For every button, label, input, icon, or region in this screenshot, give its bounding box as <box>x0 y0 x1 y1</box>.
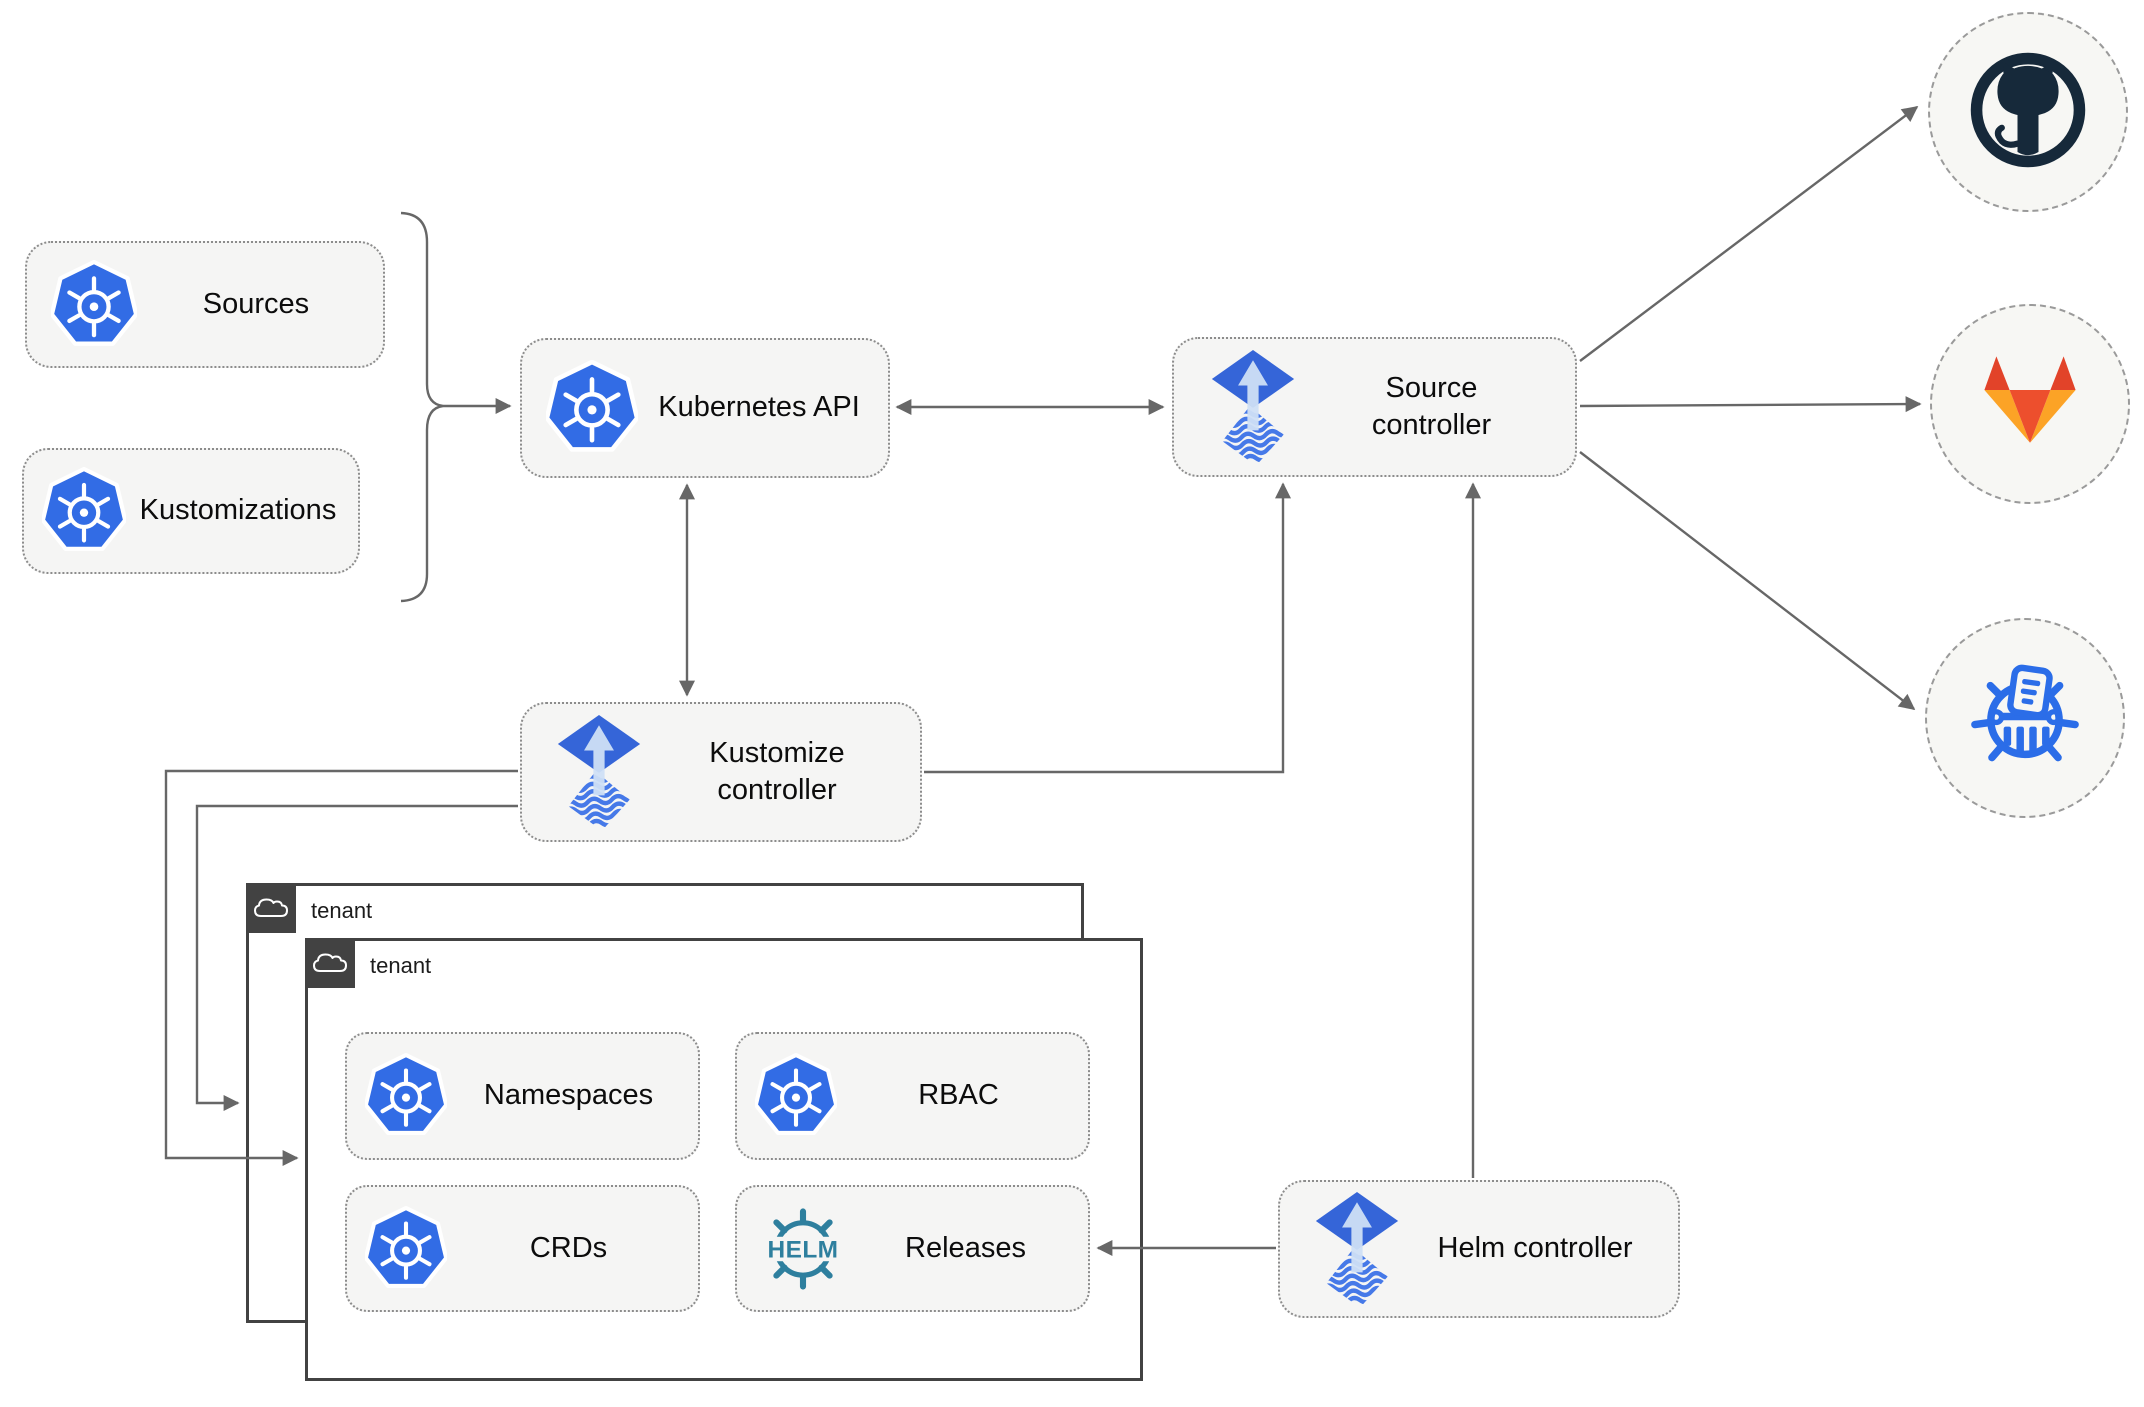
node-helm-controller: Helm controller <box>1278 1180 1680 1318</box>
flux-icon <box>556 713 642 831</box>
harbor-registry-icon <box>1961 652 2089 785</box>
node-releases: HELM Releases <box>735 1185 1090 1312</box>
brace-sources-kustomizations <box>400 211 444 603</box>
node-kustomizations: Kustomizations <box>22 448 360 574</box>
node-label: Releases <box>905 1231 1026 1264</box>
kubernetes-icon <box>51 260 137 350</box>
node-source-controller: Source controller <box>1172 337 1577 477</box>
tenant-label: tenant <box>311 898 373 923</box>
endpoint-gitlab <box>1930 304 2130 504</box>
tenant-label: tenant <box>370 953 432 978</box>
kubernetes-icon <box>365 1053 447 1139</box>
node-label: Sources <box>202 287 310 320</box>
kubernetes-icon <box>546 360 638 456</box>
node-label: Kustomizations <box>139 494 337 527</box>
node-sources: Sources <box>25 241 385 368</box>
kubernetes-icon <box>365 1206 447 1292</box>
node-crds: CRDs <box>345 1185 700 1312</box>
kubernetes-icon <box>42 467 126 555</box>
github-icon <box>1965 47 2091 178</box>
cloud-icon <box>305 938 355 988</box>
node-label: CRDs <box>529 1231 608 1264</box>
flux-icon <box>1210 348 1296 466</box>
node-label: Source controller <box>1371 371 1492 441</box>
gitlab-icon <box>1970 354 2090 455</box>
flux-icon <box>1314 1190 1400 1308</box>
node-label: Helm controller <box>1437 1232 1633 1265</box>
cloud-icon <box>246 883 296 933</box>
arrow-source-controller-to-registry <box>1579 451 1916 710</box>
node-label: Kustomize controller <box>709 736 845 806</box>
endpoint-github <box>1928 12 2128 212</box>
helm-icon: HELM <box>755 1205 851 1293</box>
kubernetes-icon <box>755 1053 837 1139</box>
arrow-source-controller-to-gitlab <box>1579 396 1922 413</box>
node-kubernetes-api: Kubernetes API <box>520 338 890 478</box>
node-namespaces: Namespaces <box>345 1032 700 1160</box>
node-label: RBAC <box>918 1079 999 1112</box>
node-label: Namespaces <box>483 1079 654 1112</box>
node-kustomize-controller: Kustomize controller <box>520 702 922 842</box>
node-label: Kubernetes API <box>658 391 860 424</box>
arrow-kustomize-controller-to-source-controller <box>924 482 1291 774</box>
helm-logo-text: HELM <box>768 1236 839 1263</box>
arrow-source-controller-to-github <box>1579 106 1919 362</box>
endpoint-registry <box>1925 618 2125 818</box>
node-rbac: RBAC <box>735 1032 1090 1160</box>
